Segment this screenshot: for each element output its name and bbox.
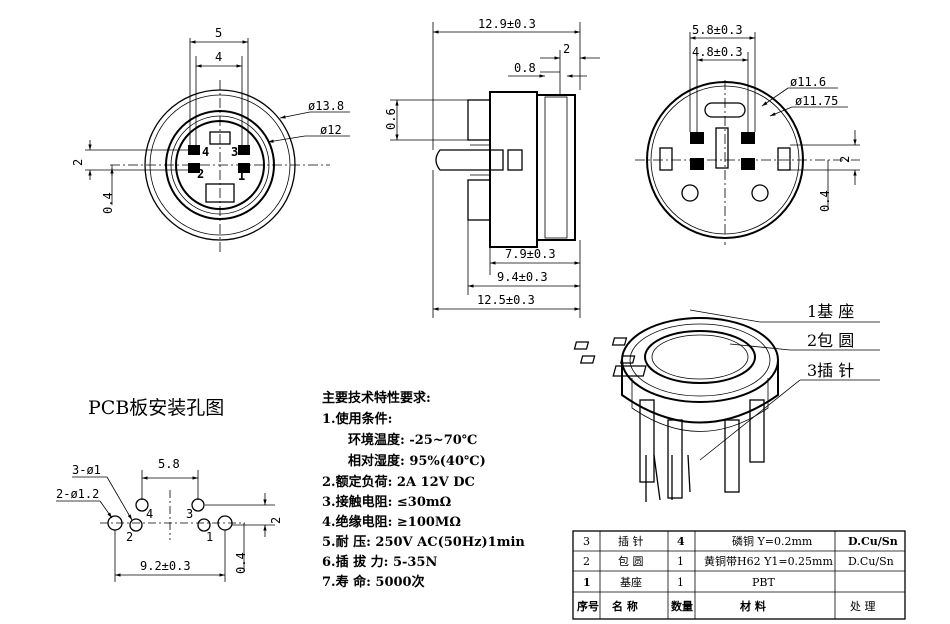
bom-r1-name: 包 圆 <box>618 555 644 568</box>
back-dim-58: 5.8±0.3 <box>692 23 743 37</box>
pcb-pin-1: 1 <box>206 530 213 544</box>
bom-r2-name: 基座 <box>620 575 642 589</box>
front-pin-3: 3 <box>231 145 238 159</box>
bom-r2-qty: 1 <box>677 576 684 589</box>
side-dim-08: 0.8 <box>514 61 536 75</box>
side-dim-129: 12.9±0.3 <box>478 17 536 31</box>
bom-h-mat: 材 料 <box>740 599 766 613</box>
back-dim-d116: ø11.6 <box>790 75 826 89</box>
side-view: 12.9±0.3 2 0.8 0.6 7.9±0.3 9.4±0.3 12.5±… <box>384 17 600 318</box>
pcb-dim-04: 0.4 <box>234 552 248 574</box>
pcb-hole-3: 3-ø1 <box>72 463 101 477</box>
pcb-dim-2: 2 <box>269 517 283 524</box>
spec-l2: 2.额定负荷: 2A 12V DC <box>322 474 475 490</box>
bom-h-name: 名 称 <box>612 599 638 613</box>
side-dim-94: 9.4±0.3 <box>497 270 548 284</box>
pcb-title: PCB板安装孔图 <box>88 397 224 419</box>
bom-h-qty: 数量 <box>671 599 693 613</box>
front-view: 4 3 2 1 5 4 ø13.8 ø12 2 0.4 <box>71 26 350 255</box>
front-pin-2: 2 <box>197 167 204 181</box>
side-dim-125: 12.5±0.3 <box>477 293 535 307</box>
front-dim-d138: ø13.8 <box>308 99 344 113</box>
bom-r0-mat: 磷铜 Y=0.2mm <box>732 534 813 548</box>
bom-r0-fin: D.Cu/Sn <box>848 535 898 548</box>
spec-l1a: 环境温度: -25~70℃ <box>348 432 477 448</box>
bom-r0-no: 3 <box>583 535 590 548</box>
bom-r1-mat: 黄铜带H62 Y1=0.25mm <box>704 554 833 568</box>
callout-shell: 2包 圆 <box>807 331 854 350</box>
front-dim-d12: ø12 <box>320 123 342 137</box>
spec-l6: 6.插 拔 力: 5-35N <box>322 554 437 570</box>
front-dim-5: 5 <box>215 26 222 40</box>
spec-l1: 1.使用条件: <box>322 411 392 427</box>
pcb-pin-2: 2 <box>126 530 133 544</box>
front-dim-04: 0.4 <box>101 192 115 214</box>
bom-r0-name: 插 针 <box>618 534 644 548</box>
pcb-view: PCB板安装孔图 4 3 2 1 5.8 3-ø1 2-ø1.2 9.2±0.3 <box>56 397 283 582</box>
side-dim-2: 2 <box>563 42 570 56</box>
callout-base: 1基 座 <box>807 302 854 321</box>
back-view: 5.8±0.3 4.8±0.3 ø11.6 ø11.75 2 0.4 <box>635 23 860 245</box>
pcb-pin-3: 3 <box>186 507 193 521</box>
bom-r0-qty: 4 <box>677 535 685 548</box>
back-dim-2: 2 <box>838 156 852 163</box>
side-dim-06: 0.6 <box>384 108 398 130</box>
spec-l3: 3.接触电阻: ≤30mΩ <box>322 494 451 510</box>
side-dim-79: 7.9±0.3 <box>505 247 556 261</box>
front-dim-4: 4 <box>215 50 222 64</box>
front-pin-1: 1 <box>238 169 245 183</box>
front-dim-2: 2 <box>71 159 85 166</box>
back-dim-04: 0.4 <box>818 190 832 212</box>
bom-table: 3 插 针 4 磷铜 Y=0.2mm D.Cu/Sn 2 包 圆 1 黄铜带H6… <box>572 530 906 620</box>
bom-r1-fin: D.Cu/Sn <box>848 555 894 568</box>
back-dim-48: 4.8±0.3 <box>692 45 743 59</box>
iso-view: 1基 座 2包 圆 3插 针 <box>573 302 880 502</box>
spec-l7: 7.寿 命: 5000次 <box>322 574 425 590</box>
bom-h-fin: 处 理 <box>850 600 876 613</box>
bom-r1-no: 2 <box>583 555 590 568</box>
bom-r2-no: 1 <box>583 576 591 589</box>
spec-title: 主要技术特性要求: <box>322 390 431 406</box>
spec-l5: 5.耐 压: 250V AC(50Hz)1min <box>322 534 525 550</box>
spec-l1b: 相对湿度: 95%(40℃) <box>348 453 486 469</box>
callout-pin: 3插 针 <box>807 361 854 380</box>
back-dim-d1175: ø11.75 <box>795 94 838 108</box>
pcb-pin-4: 4 <box>146 507 153 521</box>
bom-h-no: 序号 <box>577 599 599 613</box>
spec-l4: 4.绝缘电阻: ≥100MΩ <box>322 514 461 530</box>
pcb-hole-2: 2-ø1.2 <box>56 487 99 501</box>
pcb-dim-92: 9.2±0.3 <box>140 559 191 573</box>
pcb-dim-58: 5.8 <box>158 457 180 471</box>
spec-block: 主要技术特性要求: 1.使用条件: 环境温度: -25~70℃ 相对湿度: 95… <box>322 390 525 590</box>
bom-r2-mat: PBT <box>752 576 775 589</box>
front-pin-4: 4 <box>202 145 209 159</box>
bom-r1-qty: 1 <box>677 555 684 568</box>
